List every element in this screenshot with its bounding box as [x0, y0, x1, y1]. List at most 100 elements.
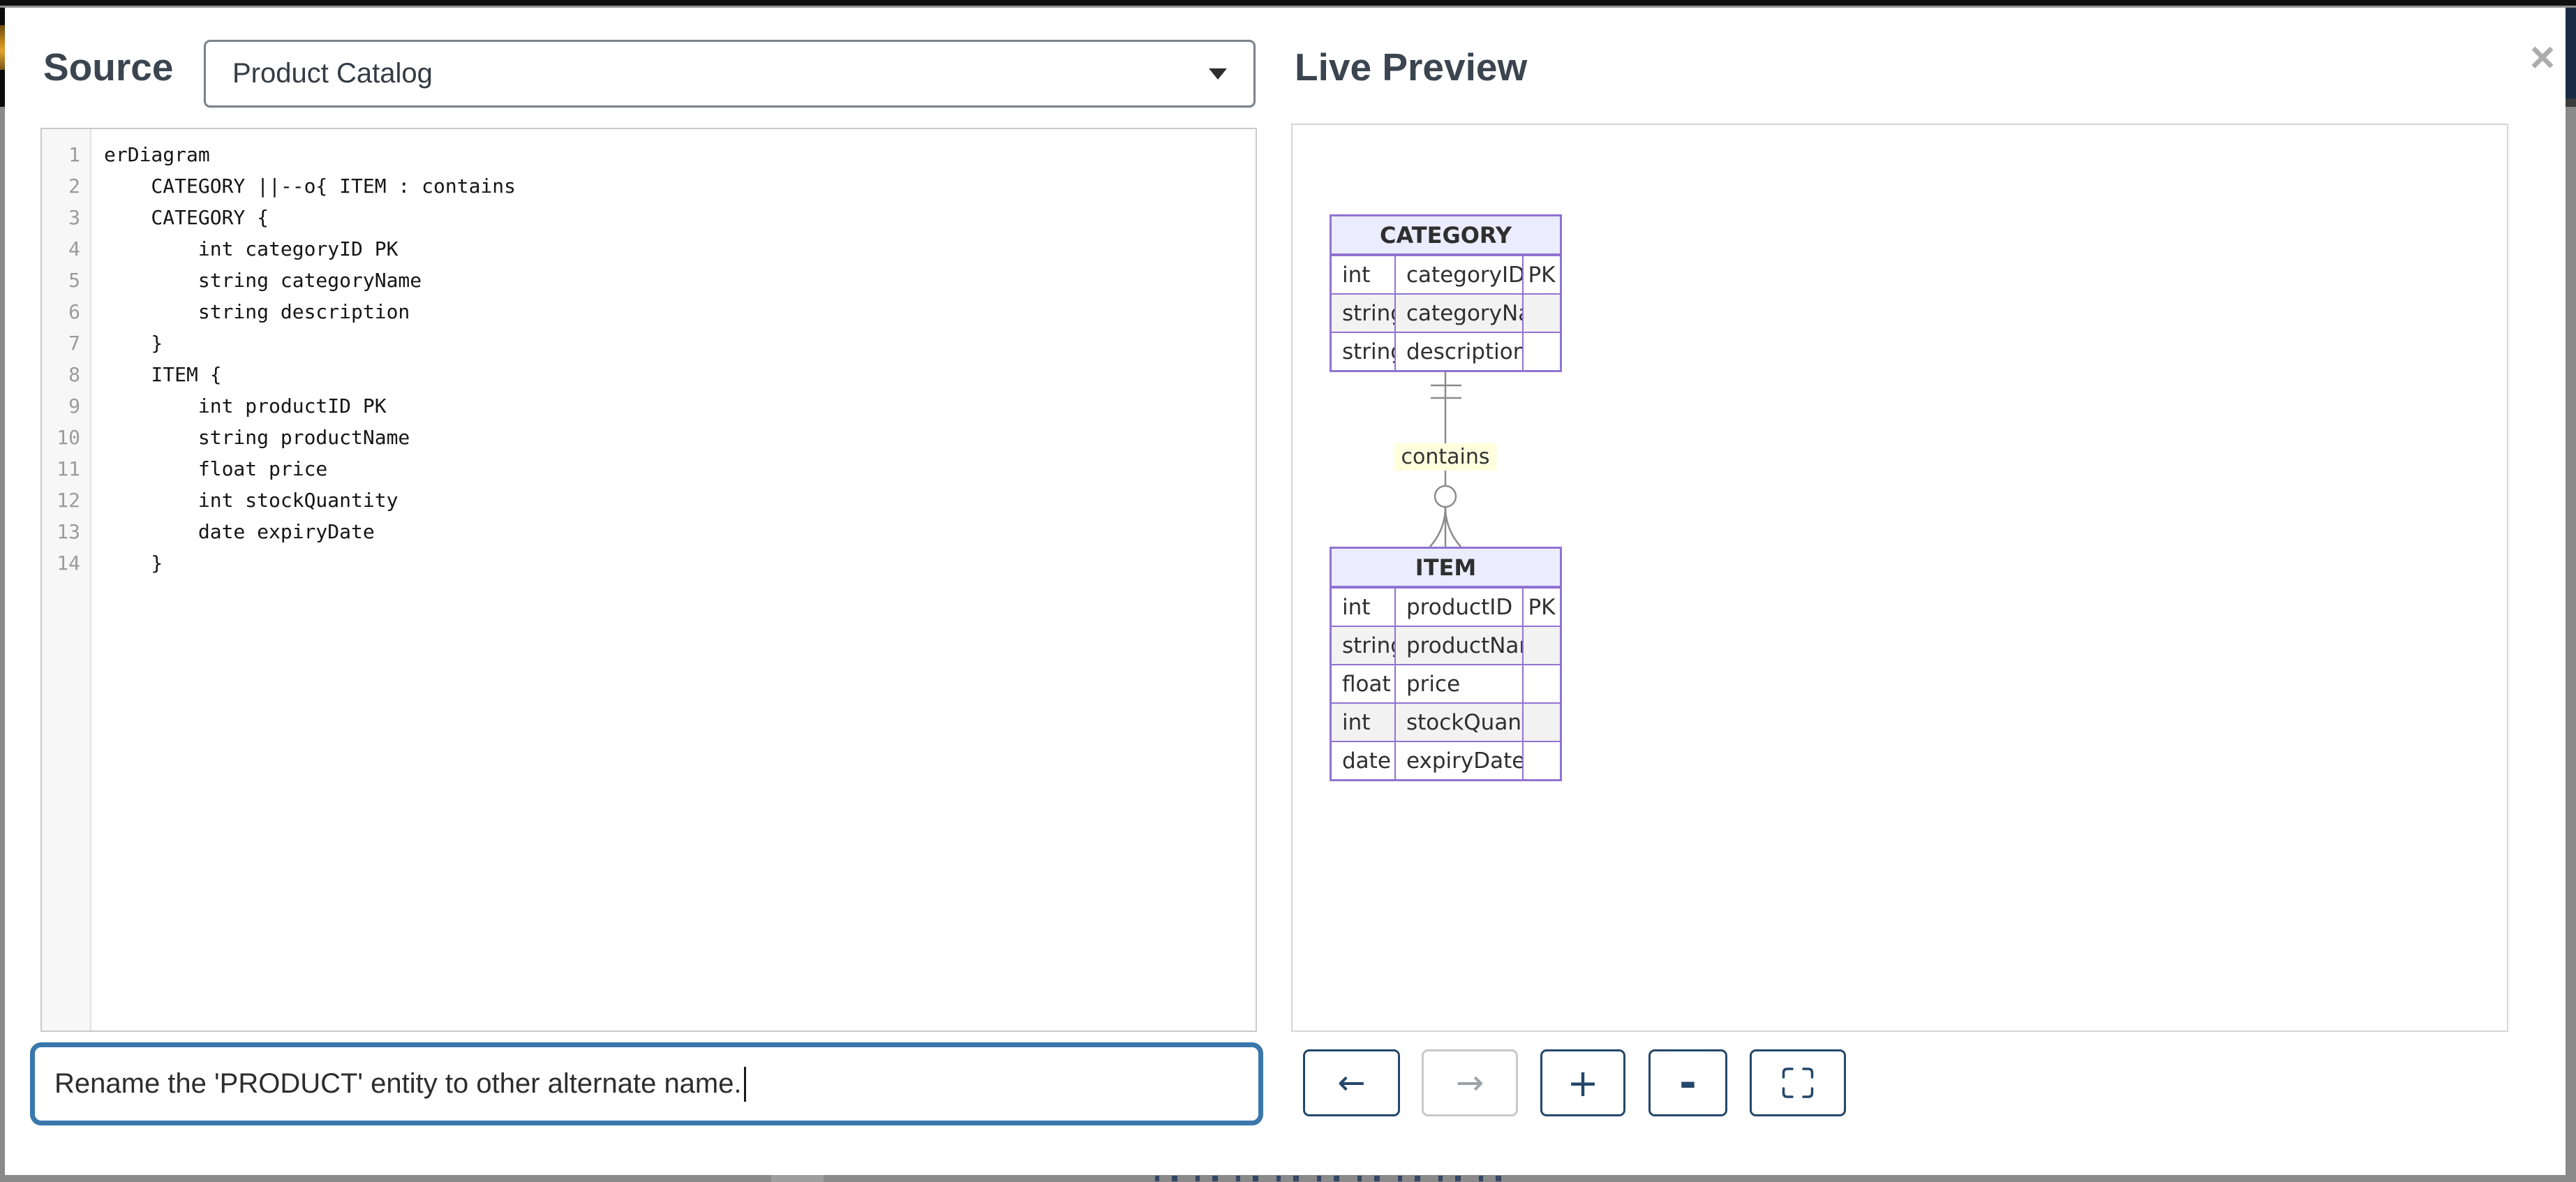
er-attr-cell: productID [1394, 587, 1522, 626]
live-preview-panel: CATEGORY intcategoryIDPKstringcategoryNa… [1291, 124, 2508, 1032]
zoom-out-button[interactable]: - [1648, 1049, 1727, 1116]
line-number: 12 [57, 489, 80, 512]
arrow-right-icon: → [1455, 1063, 1484, 1102]
er-type-cell: int [1332, 255, 1394, 293]
backdrop-left-gray [0, 107, 5, 1182]
er-entity-title: CATEGORY [1332, 216, 1560, 255]
er-entity-category: CATEGORY intcategoryIDPKstringcategoryNa… [1330, 214, 1562, 372]
live-preview-heading: Live Preview [1295, 45, 1528, 89]
er-key-cell: PK [1522, 255, 1560, 293]
backdrop-left-orange [0, 25, 5, 70]
line-number: 1 [68, 143, 80, 166]
backdrop-bottom-light-segment [771, 1175, 824, 1182]
code-line: int stockQuantity [104, 489, 399, 512]
er-attr-cell: expiryDate [1394, 741, 1522, 779]
er-type-cell: string [1332, 332, 1394, 370]
chevron-down-icon [1209, 68, 1227, 80]
code-line: float price [104, 457, 328, 480]
er-key-cell [1522, 702, 1560, 741]
line-number: 4 [68, 237, 80, 260]
line-number: 6 [68, 300, 80, 323]
er-attr-cell: description [1394, 332, 1522, 370]
code-line: string categoryName [104, 269, 422, 292]
line-number: 9 [68, 394, 80, 418]
window-top-border-line [0, 6, 2576, 8]
er-attr-cell: categoryID [1394, 255, 1522, 293]
er-key-cell: PK [1522, 587, 1560, 626]
er-key-cell [1522, 293, 1560, 332]
line-number: 8 [68, 363, 80, 386]
er-attr-cell: price [1394, 664, 1522, 702]
source-heading: Source [43, 45, 174, 89]
crow-foot [1444, 506, 1461, 547]
er-type-cell: date [1332, 741, 1394, 779]
line-number: 7 [68, 332, 80, 355]
er-entity-title: ITEM [1332, 549, 1560, 587]
text-cursor [743, 1066, 746, 1102]
code-area[interactable]: erDiagram CATEGORY ||--o{ ITEM : contain… [93, 129, 1256, 1030]
er-type-cell: int [1332, 702, 1394, 741]
plus-icon: + [1567, 1061, 1599, 1105]
line-number: 14 [57, 552, 80, 575]
er-key-cell [1522, 626, 1560, 664]
er-type-cell: string [1332, 293, 1394, 332]
minus-icon: - [1679, 1058, 1697, 1107]
code-line: int productID PK [104, 394, 387, 418]
line-number: 3 [68, 206, 80, 229]
code-line: string description [104, 300, 410, 323]
backdrop-right-gray [2566, 107, 2576, 1182]
er-type-cell: float [1332, 664, 1394, 702]
er-type-cell: int [1332, 587, 1394, 626]
backdrop-right-navy [2566, 8, 2576, 98]
code-line: } [104, 552, 163, 575]
backdrop-clipped-text [1155, 1176, 1514, 1181]
arrow-left-icon: ← [1337, 1063, 1366, 1102]
code-line: date expiryDate [104, 520, 375, 543]
fullscreen-icon [1782, 1068, 1814, 1098]
fullscreen-button[interactable] [1750, 1049, 1846, 1116]
code-line: CATEGORY { [104, 206, 269, 229]
line-number: 13 [57, 520, 80, 543]
er-attr-cell: stockQuantity [1394, 702, 1522, 741]
code-line: ITEM { [104, 363, 222, 386]
line-number: 10 [57, 426, 80, 449]
er-type-cell: string [1332, 626, 1394, 664]
code-line: erDiagram [104, 143, 210, 166]
relationship-label: contains [1394, 443, 1497, 471]
line-number: 2 [68, 175, 80, 198]
close-icon[interactable]: × [2529, 34, 2556, 82]
chat-input[interactable]: Rename the 'PRODUCT' entity to other alt… [30, 1042, 1263, 1125]
diagram-select-dropdown[interactable]: Product Catalog [204, 40, 1256, 108]
line-number: 5 [68, 269, 80, 292]
zero-cardinality-circle [1434, 485, 1457, 508]
undo-button[interactable]: ← [1303, 1049, 1400, 1116]
chat-input-value: Rename the 'PRODUCT' entity to other alt… [54, 1068, 742, 1099]
er-key-cell [1522, 332, 1560, 370]
er-entity-rows: intcategoryIDPKstringcategoryNamestringd… [1332, 255, 1560, 370]
crow-foot [1429, 506, 1447, 547]
backdrop-right-dark [2566, 98, 2576, 107]
diagram-select-value: Product Catalog [232, 58, 433, 89]
code-line: CATEGORY ||--o{ ITEM : contains [104, 175, 516, 198]
er-entity-item: ITEM intproductIDPKstringproductNamefloa… [1330, 547, 1562, 781]
code-line: int categoryID PK [104, 237, 399, 260]
line-number: 11 [57, 457, 80, 480]
zoom-in-button[interactable]: + [1540, 1049, 1625, 1116]
code-line: string productName [104, 426, 410, 449]
er-key-cell [1522, 741, 1560, 779]
er-attr-cell: categoryName [1394, 293, 1522, 332]
er-attr-cell: productName [1394, 626, 1522, 664]
redo-button[interactable]: → [1422, 1049, 1518, 1116]
er-key-cell [1522, 664, 1560, 702]
code-line: } [104, 332, 163, 355]
window-top-border [0, 0, 2576, 6]
